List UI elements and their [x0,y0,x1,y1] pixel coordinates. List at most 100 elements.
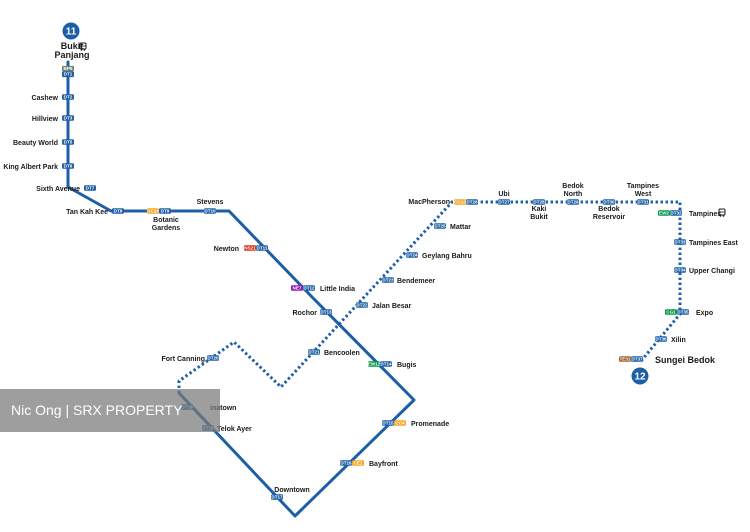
station-code-badge [204,208,216,214]
station-code-badge [62,94,74,100]
station-code-badge [631,356,643,362]
station-label-line: West [635,191,652,198]
station-hillview[interactable]: DT3 Hillview [32,115,74,123]
station-code: EW2 [659,210,669,215]
station-label: Xilin [671,337,686,344]
station-code-badge [382,277,394,283]
station-code: DT37 [631,356,643,361]
station-label: King Albert Park [3,164,58,171]
station-code-badge [674,239,686,245]
station-label-line: Tampines [627,183,659,190]
station-king-albert-park[interactable]: DT6 King Albert Park [3,163,74,171]
station-label: Tampines [689,211,721,218]
station-label: Sungei Bedok [655,355,716,365]
station-label: Newton [214,246,239,253]
station-code: DT6 [64,163,73,168]
station-code: DT35 [677,309,689,314]
station-code-badge [368,361,380,367]
station-label: inatown [210,405,236,412]
station-code-badge [256,245,268,251]
station-label: Bugis [397,362,417,369]
station-label: Upper Changi [689,268,735,275]
station-code: DT16 [340,460,352,465]
station-beauty-world[interactable]: DT5 Beauty World [13,139,74,147]
station-label-line: Bukit [61,41,84,51]
station-code-badge [291,285,303,291]
station-code-badge [62,139,74,145]
station-label-line: Bedok [598,206,620,213]
station-code-badge [207,355,219,361]
station-label: Bayfront [369,461,398,468]
station-code: DT22 [356,302,368,307]
station-code: DT3 [64,115,73,120]
station-code: DT15 [382,420,394,425]
line-solid [66,60,416,518]
station-label-line: Gardens [152,225,181,232]
station-code-badge [637,199,649,205]
station-code-badge [454,199,466,205]
station-label: Beauty World [13,140,58,147]
station-code: DT20 [207,355,219,360]
station-code: DT30 [603,199,615,204]
station-code-badge [356,302,368,308]
station-code-badge [340,460,352,466]
station-code-badge [308,349,320,355]
station-code: DT5 [64,139,73,144]
station-code-badge [320,309,332,315]
station-code-badge [244,245,256,251]
station-code-badge [382,420,394,426]
station-label: Fort Canning [161,356,205,363]
station-label: Ubi [498,191,509,198]
station-label: Telok Ayer [217,426,252,433]
station-code: CE1 [354,460,363,465]
station-code-badge [352,460,364,466]
station-code: TE31 [620,356,631,361]
station-label: Hillview [32,116,59,123]
station-label: Sixth Avenue [36,186,80,193]
station-code: DT26 [466,199,478,204]
station-code-badge [147,208,159,214]
station-label: Promenade [411,421,449,428]
station-code-badge [303,285,315,291]
station-code-badge [603,199,615,205]
station-label: Stevens [197,199,224,206]
station-code-badge [84,185,96,191]
terminal-11-number: 11 [66,27,77,38]
